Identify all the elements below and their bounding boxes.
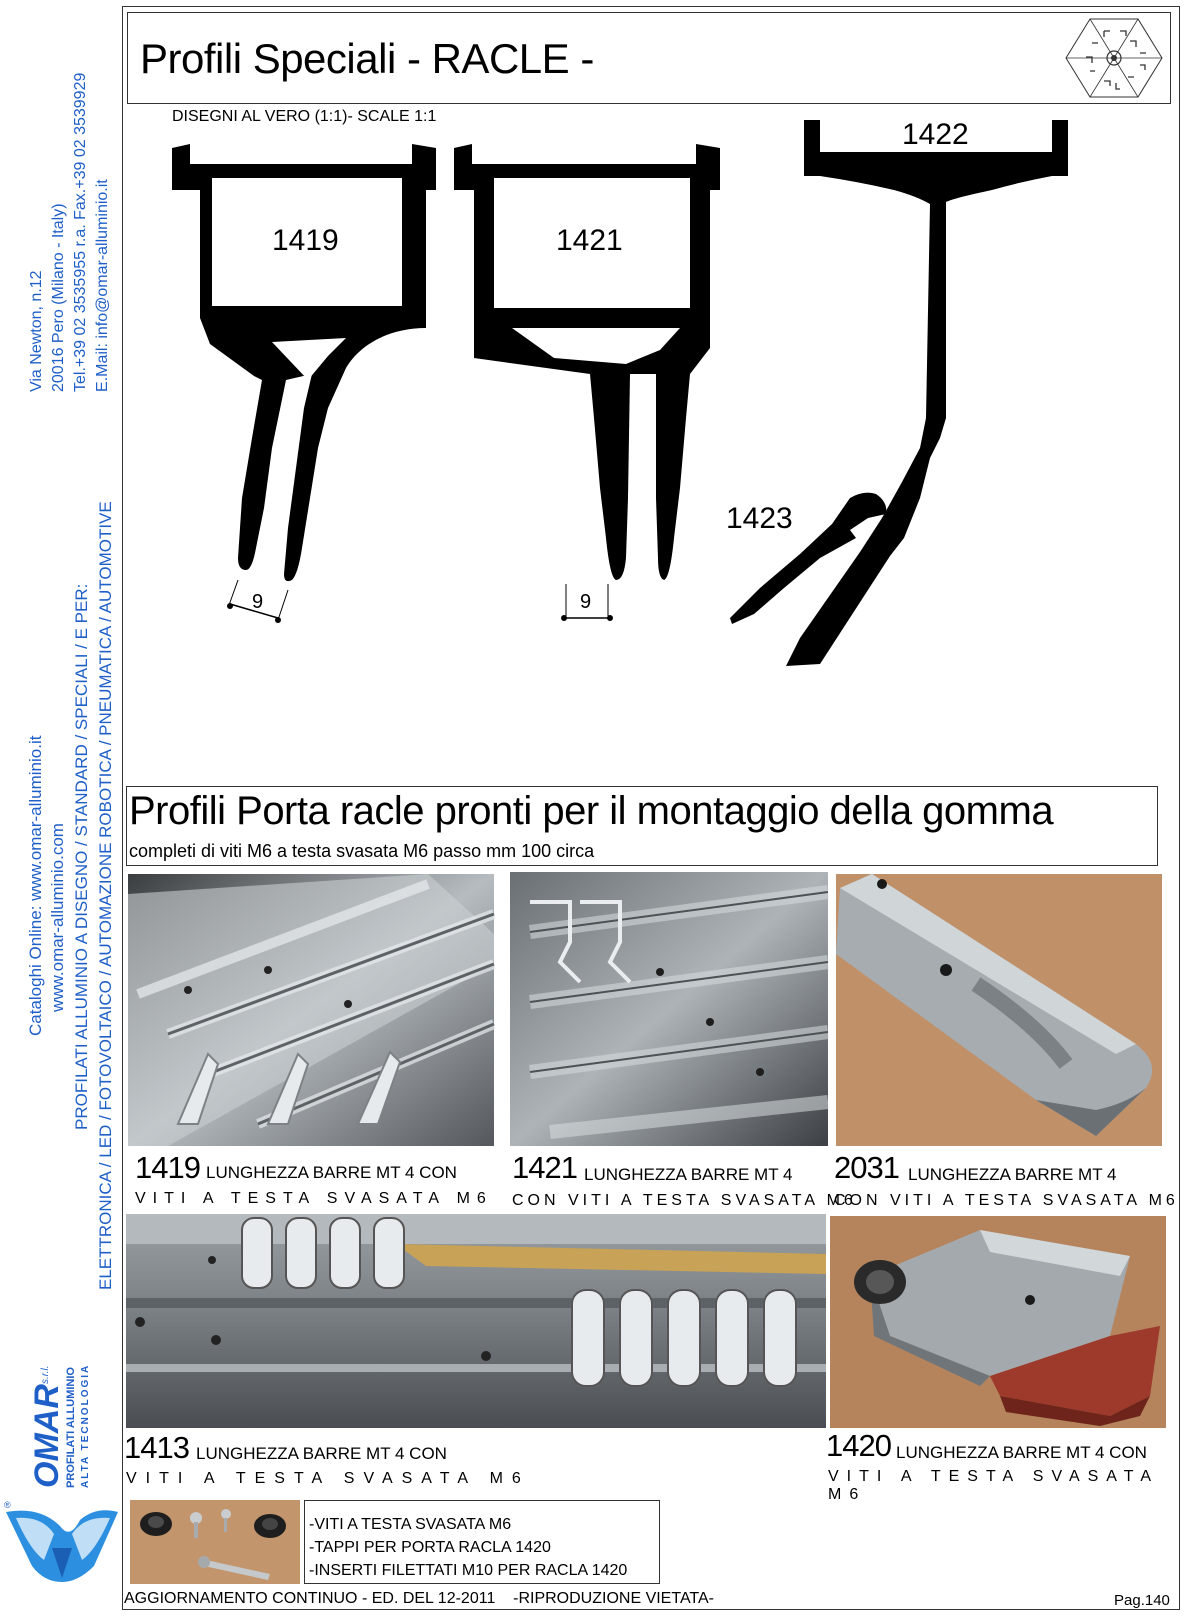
cap-plug-icon: [140, 1512, 172, 1536]
product-1420-code: 1420: [826, 1428, 892, 1463]
logo-tagline1: PROFILATI ALLUMINIO: [65, 1367, 77, 1488]
profile-1423-label: 1423: [726, 502, 793, 535]
page-title: Profili Speciali - RACLE -: [140, 35, 594, 82]
section-subtitle: completi di viti M6 a testa svasata M6 p…: [129, 841, 595, 861]
sidebar-sectors-line2: ELETTRONICA / LED / FOTOVOLTAICO / AUTOM…: [96, 501, 115, 1290]
sidebar-address-line1: Via Newton, n.12: [28, 270, 45, 392]
profile-1421-label: 1421: [556, 224, 623, 257]
logo-suffix: s.r.l.: [40, 1365, 51, 1384]
photo-1413: [126, 1214, 826, 1428]
logo-brand: OMAR: [28, 1384, 66, 1488]
page-frame: [122, 6, 1180, 1610]
section-band: Profili Porta racle pronti per il montag…: [126, 786, 1158, 866]
sidebar-address-line2: 20016 Pero (Milano - Italy): [50, 203, 67, 392]
profile-1419-dimension: 9: [252, 591, 263, 613]
sidebar-web-line2[interactable]: www.omar-alluminio.com: [48, 823, 67, 1012]
product-2031-text: LUNGHEZZA BARRE MT 4: [908, 1165, 1117, 1184]
profile-1421-drawing: [454, 144, 720, 621]
logo-tagline2: ALTA TECNOLOGIA: [80, 1364, 91, 1488]
page-number: Pag.140: [1114, 1592, 1170, 1609]
threaded-insert-icon: [198, 1514, 286, 1580]
section-title: Profili Porta racle pronti per il montag…: [129, 789, 1054, 833]
sidebar-sectors-line1: PROFILATI ALLUMINIO A DISEGNO / STANDARD…: [72, 583, 91, 1130]
scale-note: DISEGNI AL VERO (1:1)- SCALE 1:1: [172, 108, 437, 125]
product-1419-text: LUNGHEZZA BARRE MT 4 CON: [206, 1163, 457, 1182]
footer-text: AGGIORNAMENTO CONTINUO - ED. DEL 12-2011…: [124, 1590, 715, 1607]
product-1419-code: 1419: [135, 1150, 201, 1185]
product-1420-text: LUNGHEZZA BARRE MT 4 CON: [896, 1443, 1147, 1462]
photo-1419: [128, 874, 496, 1146]
photo-2031: [836, 874, 1162, 1146]
product-1419-line2: VITI A TESTA SVASATA M6: [135, 1190, 493, 1207]
product-1421-code: 1421: [512, 1150, 578, 1185]
title-box: Profili Speciali - RACLE -: [127, 12, 1171, 104]
photo-1420: [830, 1216, 1166, 1428]
product-1413-line2: VITI A TESTA SVASATA M6: [126, 1470, 530, 1487]
photo-accessories: [130, 1500, 300, 1584]
accessories-list: -VITI A TESTA SVASATA M6 -TAPPI PER PORT…: [304, 1500, 660, 1584]
profile-1419-label: 1419: [272, 224, 339, 257]
profile-1419-drawing: [172, 144, 436, 623]
product-1413-code: 1413: [124, 1430, 190, 1465]
logo-registered: ®: [4, 1500, 11, 1510]
profile-drawings: 1419 9 1421 9 1422 1423: [172, 118, 1068, 666]
product-1413-text: LUNGHEZZA BARRE MT 4 CON: [196, 1444, 447, 1463]
sidebar-address-line3: Tel.+39 02 3535955 r.a. Fax.+39 02 35399…: [72, 72, 89, 392]
product-1420-line2: VITI A TESTA SVASATA M6: [828, 1468, 1159, 1503]
photo-1421: [510, 872, 829, 1146]
accessory-item: -INSERTI FILETTATI M10 PER RACLA 1420: [309, 1562, 628, 1579]
profile-1421-dimension: 9: [580, 591, 591, 613]
omar-logo: OMAR s.r.l. PROFILATI ALLUMINIO ALTA TEC…: [0, 1330, 120, 1610]
catalog-hexagon-icon: [1065, 18, 1163, 98]
accessory-item: -TAPPI PER PORTA RACLA 1420: [309, 1539, 551, 1556]
sidebar-address-line4: E.Mail: info@omar-alluminio.it: [94, 179, 111, 392]
screw-icon: [190, 1509, 231, 1538]
product-1421-line2: CON VITI A TESTA SVASATA M6: [512, 1192, 857, 1209]
profile-1423-drawing: [730, 492, 887, 624]
product-2031-line2: CON VITI A TESTA SVASATA M6: [834, 1192, 1179, 1209]
accessory-item: -VITI A TESTA SVASATA M6: [309, 1516, 512, 1533]
sidebar-web-line1[interactable]: Cataloghi Online: www.omar-alluminio.it: [26, 735, 45, 1036]
product-2031-code: 2031: [834, 1150, 900, 1185]
omar-wave-icon: [6, 1510, 118, 1582]
profile-1422-label: 1422: [902, 118, 969, 151]
profile-1422-drawing: [786, 120, 1068, 666]
product-1421-text: LUNGHEZZA BARRE MT 4: [584, 1165, 793, 1184]
